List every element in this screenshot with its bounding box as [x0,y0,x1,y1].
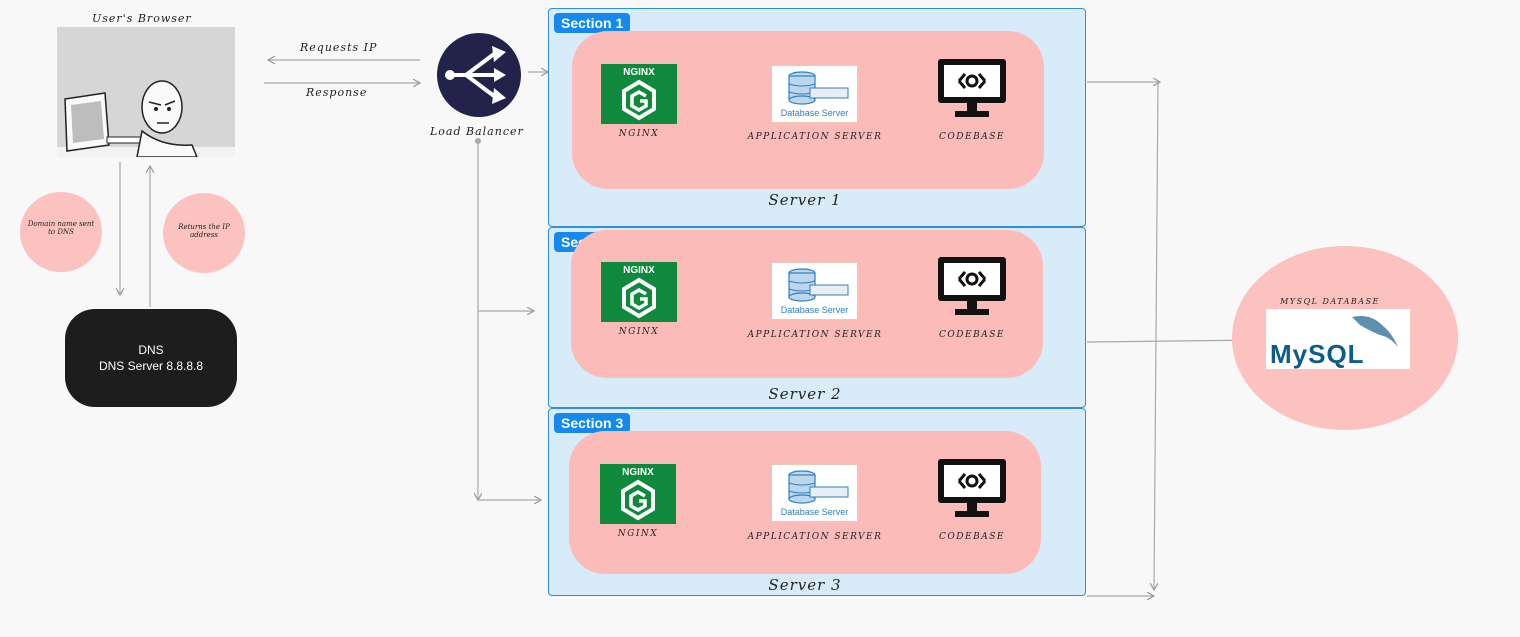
db-label: Database Server [780,507,849,517]
load-balancer-icon [437,33,521,117]
browser-label: User's Browser [92,12,192,25]
nginx-label: NGINX [617,529,659,539]
codebase-label: CODEBASE [939,330,1005,340]
domain-note-bubble: Domain name sent to DNS [20,192,102,272]
codebase-label: CODEBASE [939,132,1005,142]
db-stack-icon [788,470,849,504]
section-2: Section 2 NGINX NGINX Database Server AP… [548,227,1086,408]
nginx-logo-text: NGINX [623,265,655,276]
nginx-label: NGINX [618,327,660,337]
return-note-text: Returns the IP address [178,223,230,239]
app-server-label: APPLICATION SERVER [747,330,883,340]
response-arrow-label: Response [306,86,368,99]
server-name: Server 3 [768,576,842,594]
dolphin-icon [1352,316,1398,347]
mysql-label: MYSQL DATABASE [1280,297,1380,306]
section-tag: Section 1 [554,13,631,33]
nginx-label: NGINX [618,129,660,139]
nginx-g-icon [622,79,656,121]
codebase-icon [938,59,1006,117]
dns-subtitle: DNS Server 8.8.8.8 [98,359,204,373]
database-server-icon: Database Server [771,464,858,522]
section-3: Section 3 NGINX NGINX Database Server AP… [548,408,1086,596]
db-label: Database Server [780,108,849,118]
server-name: Server 1 [768,191,842,209]
app-server-label: APPLICATION SERVER [747,532,883,542]
mysql-logo: MySQL [1266,309,1410,369]
return-note-bubble: Returns the IP address [163,193,245,273]
codebase-icon [938,459,1006,517]
dns-title: DNS [138,343,164,357]
codebase-label: CODEBASE [939,532,1005,542]
database-server-icon: Database Server [771,262,858,320]
user-computer-illustration [57,27,235,157]
database-server-icon: Database Server [771,65,858,123]
section-1: Section 1 NGINX NGINX Database Server AP… [548,8,1086,227]
codebase-icon [938,257,1006,315]
nginx-logo: NGINX [600,464,676,524]
load-balancer-label: Load Balancer [430,125,524,138]
db-label: Database Server [780,305,849,315]
mysql-logo-text: MySQL [1270,339,1365,369]
domain-note-text: Domain name sent to DNS [27,220,95,236]
request-arrow-label: Requests IP [300,41,378,54]
db-stack-icon [788,71,849,105]
nginx-logo: NGINX [601,64,677,124]
app-server-label: APPLICATION SERVER [747,132,883,142]
nginx-logo-text: NGINX [623,67,655,78]
db-stack-icon [788,268,849,302]
server-name: Server 2 [768,385,842,403]
nginx-logo: NGINX [601,262,677,322]
nginx-g-icon [622,277,656,319]
dns-server-node: DNS DNS Server 8.8.8.8 [65,309,237,407]
nginx-logo-text: NGINX [622,467,654,478]
section-tag: Section 3 [554,413,631,433]
nginx-g-icon [621,479,655,521]
